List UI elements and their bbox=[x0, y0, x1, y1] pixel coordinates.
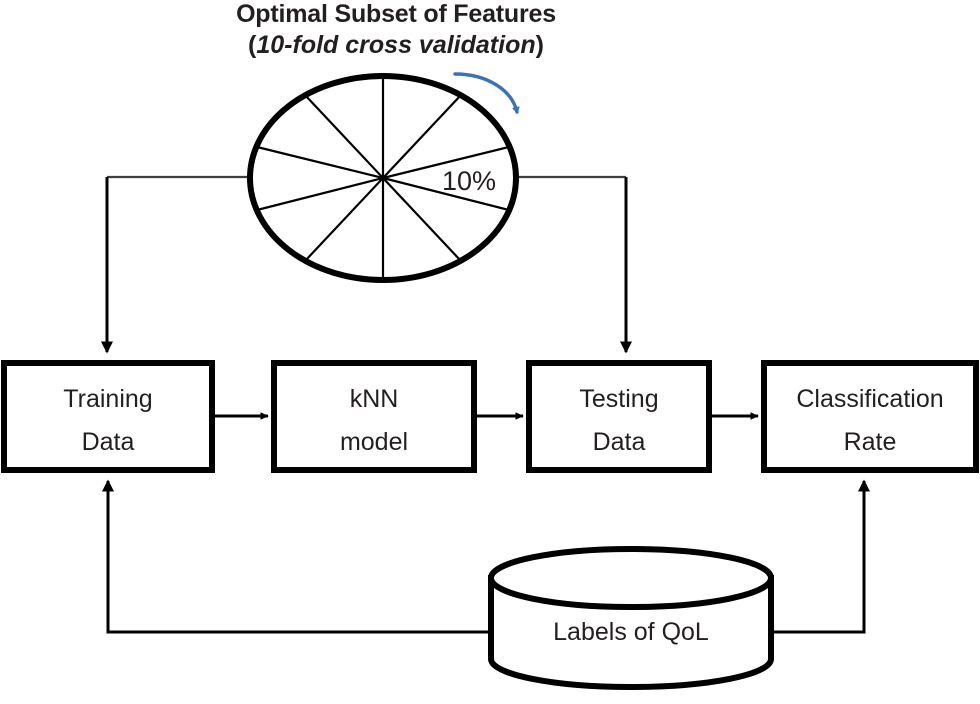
diagram-title-line-2: (10-fold cross validation) bbox=[248, 31, 544, 59]
fold-spoke-2 bbox=[382, 94, 462, 179]
title-close-paren: ) bbox=[536, 31, 544, 59]
rotation-arrow bbox=[453, 72, 520, 114]
labels-to-training-arrow bbox=[102, 479, 489, 634]
classification-rate-label-line-1: Classification bbox=[796, 385, 943, 413]
cylinder-top-ellipse bbox=[488, 546, 774, 610]
diagram-title-line-1: Optimal Subset of Features bbox=[236, 0, 556, 28]
title-open-paren: ( bbox=[248, 31, 257, 59]
title-cross-validation-text: 10-fold cross validation bbox=[256, 31, 535, 59]
fold-percentage-label: 10% bbox=[442, 166, 496, 196]
training-data-label-line-2: Data bbox=[82, 428, 135, 456]
testing-data-label-line-1: Testing bbox=[579, 385, 658, 413]
process-box-testing-data[interactable]: Testing Data bbox=[526, 360, 712, 473]
fold-spoke-5 bbox=[382, 177, 462, 262]
testing-data-box[interactable] bbox=[526, 360, 712, 473]
testing-data-label-line-2: Data bbox=[593, 428, 646, 456]
process-box-training-data[interactable]: Training Data bbox=[1, 360, 215, 473]
knn-model-label-line-2: model bbox=[340, 428, 408, 456]
fold-spoke-4 bbox=[382, 176, 510, 212]
training-data-box[interactable] bbox=[1, 360, 215, 473]
labels-to-classification-arrow bbox=[770, 479, 870, 634]
process-box-knn-model[interactable]: kNN model bbox=[271, 360, 477, 473]
knn-model-box[interactable] bbox=[271, 360, 477, 473]
process-box-classification-rate[interactable]: Classification Rate bbox=[761, 360, 979, 473]
fold-spoke-7 bbox=[304, 177, 384, 262]
classification-rate-label-line-2: Rate bbox=[844, 428, 897, 456]
datastore-labels-of-qol[interactable]: Labels of QoL bbox=[488, 546, 774, 690]
fold-spoke-10 bbox=[304, 94, 384, 179]
training-data-label-line-1: Training bbox=[63, 385, 152, 413]
knn-model-label-line-1: kNN bbox=[350, 385, 399, 413]
fold-spoke-3 bbox=[382, 145, 510, 180]
fold-spoke-9 bbox=[256, 145, 384, 180]
datastore-label: Labels of QoL bbox=[553, 618, 709, 646]
fold-spoke-8 bbox=[256, 176, 384, 212]
cross-validation-fold-wheel: 10% bbox=[247, 73, 519, 283]
classification-rate-box[interactable] bbox=[761, 360, 979, 473]
